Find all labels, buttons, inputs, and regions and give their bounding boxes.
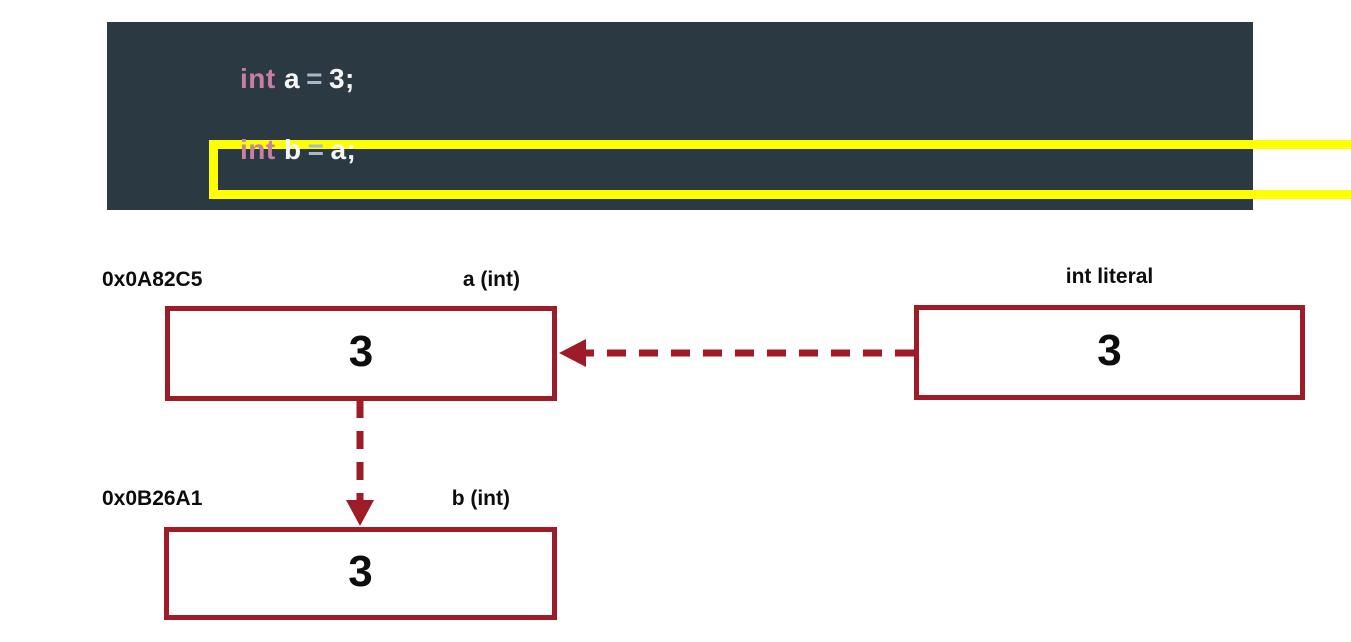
memory-box-a: 3 — [165, 306, 557, 401]
memory-value-a: 3 — [348, 326, 374, 376]
memory-value-b: 3 — [348, 546, 373, 596]
code-panel — [107, 22, 1351, 210]
current-line-highlight — [209, 140, 1351, 199]
dashed-arrow-down-icon — [346, 400, 374, 526]
memory-box-literal: 3 — [914, 305, 1305, 400]
variable-token: b — [284, 134, 302, 165]
code-line-1: int a=3; — [240, 63, 355, 95]
variable-token: a — [284, 63, 301, 94]
keyword-token: int — [240, 134, 276, 165]
operator-token: = — [306, 63, 323, 94]
variable-label-b: b (int) — [451, 487, 510, 510]
code-line-2: int b=a; — [240, 134, 356, 166]
keyword-token: int — [240, 63, 276, 94]
value-token: 3; — [328, 63, 355, 94]
operator-token: = — [307, 134, 325, 165]
variable-label-a: a (int) — [462, 268, 520, 291]
literal-label: int literal — [1065, 265, 1154, 288]
address-label-b: 0x0B26A1 — [102, 487, 203, 510]
value-token: a; — [330, 134, 357, 165]
memory-box-b: 3 — [164, 527, 557, 620]
memory-value-literal: 3 — [1097, 325, 1122, 375]
dashed-arrow-left-icon — [559, 339, 914, 367]
address-label-a: 0x0A82C5 — [102, 268, 203, 291]
